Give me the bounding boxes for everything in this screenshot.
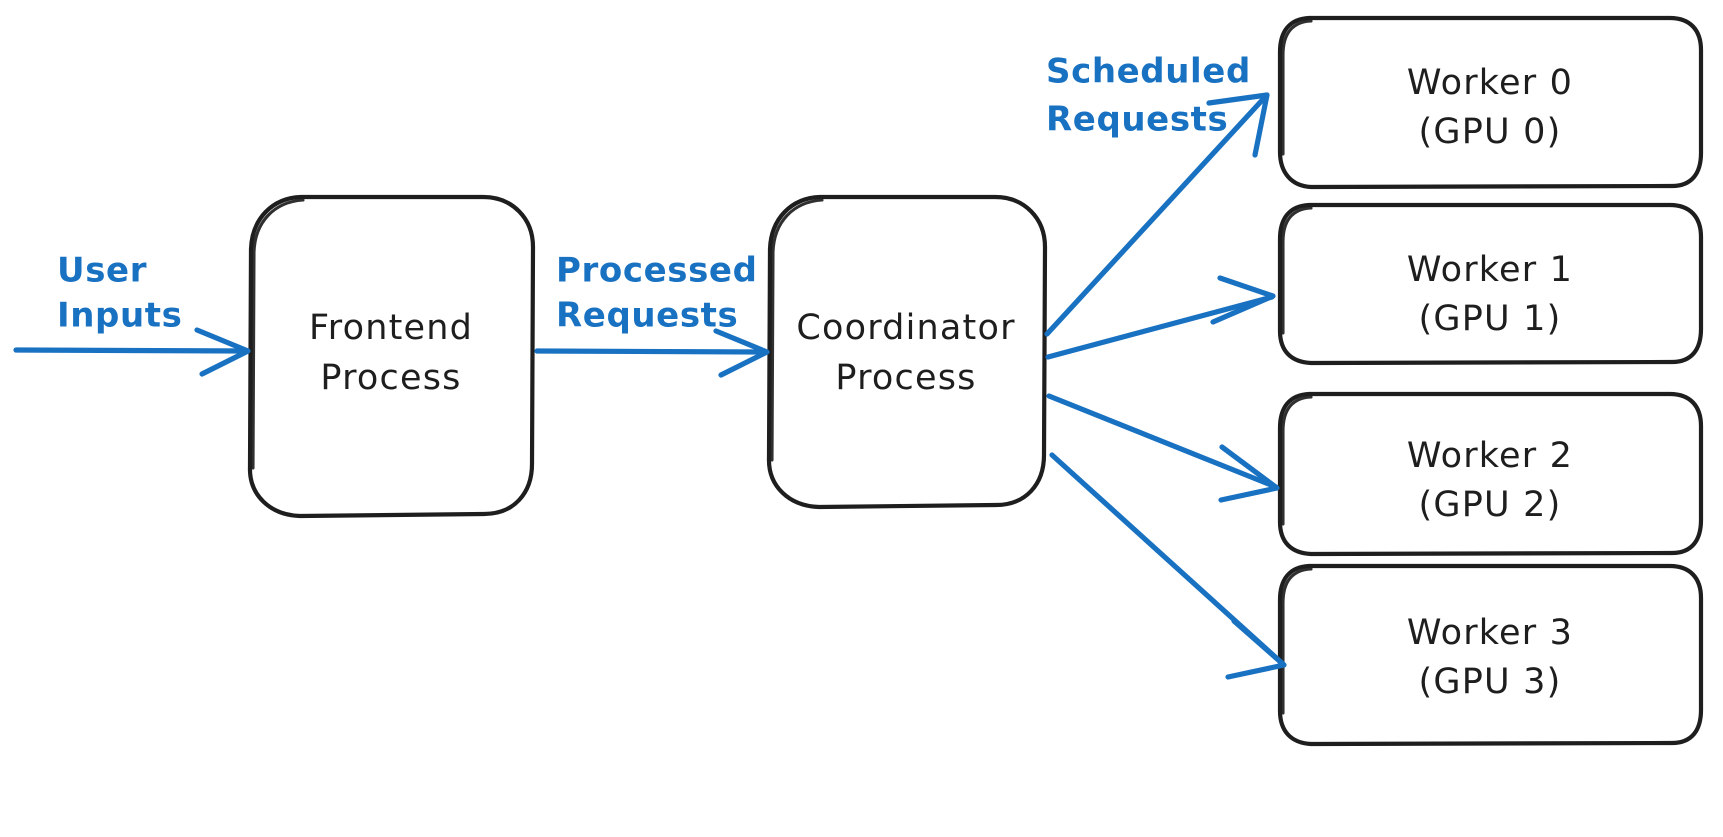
edge-coordinator-to-worker-0-arrowhead (1206, 92, 1270, 158)
worker-0-label-line1: Worker 0 (1407, 63, 1573, 103)
edge-user-to-frontend-line (13, 347, 250, 354)
edge-frontend-to-coordinator (534, 328, 770, 378)
processed-requests-label-line2: Requests (556, 296, 738, 336)
worker-1-label-line1: Worker 1 (1407, 250, 1573, 290)
node-worker-0[interactable]: Worker 0 (GPU 0) (1277, 15, 1704, 190)
node-worker-2[interactable]: Worker 2 (GPU 2) (1277, 391, 1704, 557)
worker-3-label-line2: (GPU 3) (1419, 662, 1562, 702)
frontend-process-box (247, 194, 536, 519)
worker-2-label-line2: (GPU 2) (1419, 485, 1562, 525)
edge-coordinator-to-worker-0-line (1044, 93, 1269, 337)
node-frontend-process[interactable]: Frontend Process (247, 194, 536, 519)
edge-coordinator-to-worker-1-arrowhead (1210, 275, 1276, 325)
worker-1-box (1277, 202, 1704, 366)
node-worker-3[interactable]: Worker 3 (GPU 3) (1277, 563, 1704, 747)
edge-user-to-frontend (13, 327, 251, 377)
worker-0-box (1277, 15, 1704, 190)
worker-1-box-sketch (1281, 206, 1313, 335)
user-inputs-label-line2: Inputs (57, 296, 183, 336)
worker-1-label-line2: (GPU 1) (1419, 299, 1562, 339)
edge-label-processed-requests: Processed Requests (556, 251, 758, 336)
edge-frontend-to-coordinator-arrowhead (713, 328, 770, 378)
edge-coordinator-to-worker-1-line (1045, 294, 1275, 360)
coordinator-process-box-sketch (770, 198, 824, 462)
processed-requests-label-line1: Processed (556, 251, 758, 291)
coordinator-process-label-line2: Process (835, 358, 976, 398)
edge-coordinator-to-worker-3 (1049, 452, 1287, 680)
node-worker-1[interactable]: Worker 1 (GPU 1) (1277, 202, 1704, 366)
frontend-process-label-line2: Process (320, 358, 461, 398)
edge-coordinator-to-worker-2-arrowhead (1218, 444, 1280, 503)
scheduled-requests-label-line1: Scheduled (1046, 52, 1251, 92)
edge-coordinator-to-worker-3-arrowhead (1225, 618, 1287, 680)
worker-3-box (1277, 563, 1704, 747)
worker-2-box (1277, 391, 1704, 557)
edge-user-to-frontend-arrowhead (194, 327, 251, 377)
edge-coordinator-to-worker-2-line (1046, 393, 1279, 490)
worker-0-label-line2: (GPU 0) (1419, 112, 1562, 152)
worker-0-box-sketch (1281, 19, 1313, 156)
worker-2-box-sketch (1281, 395, 1313, 526)
node-coordinator-process[interactable]: Coordinator Process (766, 194, 1048, 510)
edge-coordinator-to-worker-0 (1044, 92, 1270, 337)
user-inputs-label-line1: User (57, 251, 147, 291)
edge-coordinator-to-worker-2 (1046, 393, 1280, 503)
edge-frontend-to-coordinator-line (534, 348, 769, 355)
worker-3-box-sketch (1281, 567, 1313, 715)
edge-label-user-inputs: User Inputs (57, 251, 183, 336)
coordinator-process-box (766, 194, 1048, 510)
scheduled-requests-label-line2: Requests (1046, 100, 1228, 140)
edge-label-scheduled-requests: Scheduled Requests (1046, 52, 1251, 140)
edge-coordinator-to-worker-1 (1045, 275, 1276, 360)
coordinator-process-label-line1: Coordinator (796, 308, 1015, 348)
worker-2-label-line1: Worker 2 (1407, 436, 1573, 476)
frontend-process-box-sketch (251, 198, 305, 470)
frontend-process-label-line1: Frontend (309, 308, 473, 348)
worker-3-label-line1: Worker 3 (1407, 613, 1573, 653)
